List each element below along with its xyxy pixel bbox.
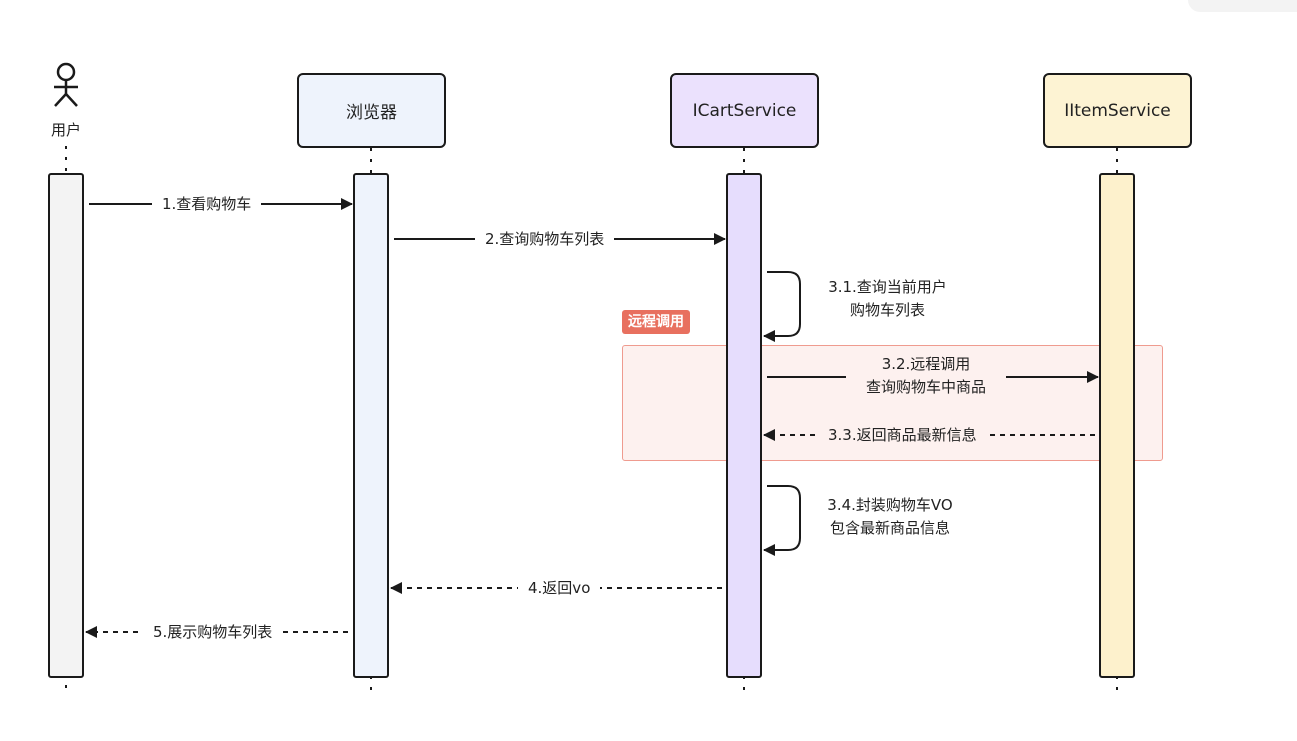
cart-service-header: ICartService — [670, 73, 819, 148]
cart-activation-bar — [726, 173, 762, 678]
message-3-4-label: 3.4.封装购物车VO 包含最新商品信息 — [815, 494, 965, 540]
user-actor-icon — [54, 62, 78, 107]
item-activation-bar — [1099, 173, 1135, 678]
message-3-4-line2: 包含最新商品信息 — [829, 519, 950, 537]
user-activation-bar — [48, 173, 84, 678]
message-2-label: 2.查询购物车列表 — [475, 228, 615, 250]
message-3-4-line1: 3.4.封装购物车VO — [827, 496, 953, 514]
arrow-3-4 — [763, 485, 801, 556]
message-3-3-label: 3.3.返回商品最新信息 — [818, 424, 987, 446]
browser-activation-bar — [353, 173, 389, 678]
message-3-2-label: 3.2.远程调用 查询购物车中商品 — [846, 353, 1006, 399]
message-4-label: 4.返回vo — [518, 577, 601, 599]
message-3-1-label: 3.1.查询当前用户 购物车列表 — [815, 276, 960, 322]
message-5-label: 5.展示购物车列表 — [143, 621, 283, 643]
message-3-1-line1: 3.1.查询当前用户 — [828, 278, 947, 296]
message-3-2-line2: 查询购物车中商品 — [865, 378, 986, 396]
message-3-2-line1: 3.2.远程调用 — [881, 355, 971, 373]
item-service-header: IItemService — [1043, 73, 1192, 148]
user-label: 用户 — [50, 121, 81, 139]
browser-header: 浏览器 — [297, 73, 446, 148]
message-1-label: 1.查看购物车 — [152, 193, 262, 215]
message-3-1-line2: 购物车列表 — [849, 301, 925, 319]
window-corner — [1188, 0, 1297, 12]
arrow-3-1 — [763, 271, 801, 342]
remote-call-badge: 远程调用 — [622, 310, 690, 334]
